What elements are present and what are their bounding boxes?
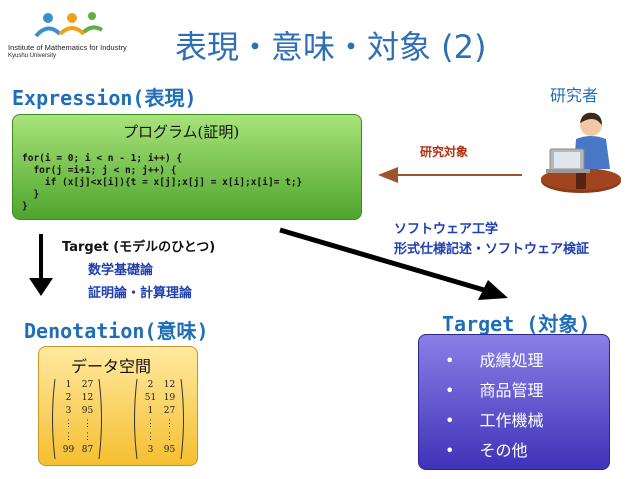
logo-icon bbox=[34, 12, 104, 38]
denotation-arrow bbox=[29, 234, 53, 296]
list-item: • その他 bbox=[445, 437, 528, 461]
matrix-cell: 2 bbox=[65, 393, 72, 403]
matrix-cell: ⋮ bbox=[146, 432, 155, 442]
matrix-cell: 12 bbox=[163, 380, 176, 390]
list-item: • 工作機械 bbox=[445, 407, 544, 431]
matrix-cell: 19 bbox=[163, 393, 176, 403]
matrix-cell: ⋮ bbox=[165, 419, 174, 429]
matrix-cell: ⋮ bbox=[64, 432, 73, 442]
matrix-cell: 3 bbox=[147, 445, 154, 455]
matrix-cell: ⋮ bbox=[64, 419, 73, 429]
matrix-cell: 51 bbox=[144, 393, 157, 403]
matrix-cell: ⋮ bbox=[83, 419, 92, 429]
target-item-label: その他 bbox=[479, 441, 528, 460]
code-line: } bbox=[22, 189, 40, 200]
code-line: for(i = 0; i < n - 1; i++) { bbox=[22, 153, 183, 164]
program-box-title: プログラム(証明) bbox=[123, 123, 240, 141]
software-engineering-label: ソフトウェア工学 bbox=[394, 222, 499, 237]
matrix-cell: ⋮ bbox=[83, 432, 92, 442]
logo-line1: Institute of Mathematics for Industry bbox=[8, 43, 127, 52]
matrix-cell: ⋮ bbox=[165, 432, 174, 442]
logo-line2: Kyushu University bbox=[8, 53, 57, 59]
matrix-right: 2 12 51 19 1 27 ⋮ ⋮ ⋮ ⋮ 3 95 bbox=[131, 377, 187, 461]
researcher-image bbox=[536, 103, 626, 198]
bullet: • bbox=[445, 351, 455, 370]
data-space-title: データ空間 bbox=[71, 357, 152, 376]
denotation-arrow-label: Target (モデルのひとつ) bbox=[62, 240, 216, 255]
bullet: • bbox=[445, 381, 455, 400]
target-item-label: 工作機械 bbox=[479, 411, 544, 430]
research-arrow-label: 研究対象 bbox=[420, 145, 469, 159]
target-heading: Target (対象) bbox=[442, 312, 591, 336]
code-line: if (x[j]<x[i]){t = x[j];x[j] = x[i];x[i]… bbox=[22, 177, 303, 188]
target-box: • 成績処理 • 商品管理 • 工作機械 • その他 bbox=[418, 334, 610, 470]
matrix-cell: 1 bbox=[65, 380, 72, 390]
matrix-cell: 87 bbox=[81, 445, 94, 455]
list-item: • 商品管理 bbox=[445, 377, 544, 401]
matrix-cell: 95 bbox=[163, 445, 176, 455]
matrix-cell: 1 bbox=[147, 406, 154, 416]
program-box: プログラム(証明) for(i = 0; i < n - 1; i++) { f… bbox=[12, 114, 362, 220]
institute-logo: Institute of Mathematics for Industry Ky… bbox=[8, 8, 128, 64]
research-arrow bbox=[378, 167, 522, 183]
target-item-label: 成績処理 bbox=[479, 351, 544, 370]
bullet: • bbox=[445, 411, 455, 430]
target-arrow bbox=[279, 227, 508, 300]
page-title: 表現・意味・対象 (2) bbox=[175, 28, 487, 66]
list-item: • 成績処理 bbox=[445, 347, 544, 371]
matrix-cell: 12 bbox=[81, 393, 94, 403]
matrix-cell: 3 bbox=[65, 406, 72, 416]
matrix-cell: ⋮ bbox=[146, 419, 155, 429]
code-line: } bbox=[22, 201, 28, 212]
matrix-cell: 2 bbox=[147, 380, 154, 390]
formal-verification-label: 形式仕様記述・ソフトウェア検証 bbox=[394, 242, 590, 257]
matrix-left: 1 27 2 12 3 95 ⋮ ⋮ ⋮ ⋮ 99 87 bbox=[49, 377, 105, 461]
matrix-left-brackets bbox=[52, 378, 102, 460]
researcher-at-laptop-icon bbox=[541, 112, 621, 193]
matrix-cell: 95 bbox=[81, 406, 94, 416]
expression-heading: Expression(表現) bbox=[12, 86, 197, 110]
matrix-cell: 99 bbox=[62, 445, 75, 455]
denotation-heading: Denotation(意味) bbox=[24, 319, 209, 343]
code-line: for(j =i+1; j < n; j++) { bbox=[22, 165, 177, 176]
matrix-right-brackets bbox=[134, 378, 184, 460]
math-foundations-label: 数学基礎論 bbox=[88, 263, 154, 278]
matrix-cell: 27 bbox=[163, 406, 176, 416]
bullet: • bbox=[445, 441, 455, 460]
target-item-label: 商品管理 bbox=[479, 381, 544, 400]
researcher-label: 研究者 bbox=[550, 86, 599, 105]
matrix-cell: 27 bbox=[81, 380, 94, 390]
proof-theory-label: 証明論・計算理論 bbox=[88, 286, 193, 301]
